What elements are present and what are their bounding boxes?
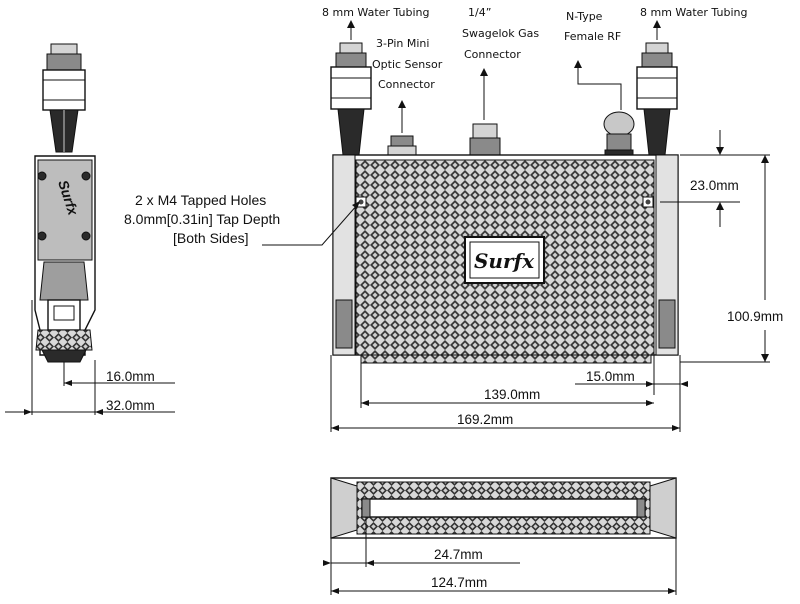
side-screw-bottom-right (81, 231, 91, 241)
label-gas-3: Connector (464, 48, 521, 61)
dim-169-2-label: 169.2mm (457, 412, 513, 427)
dim-16-label: 16.0mm (106, 369, 155, 384)
right-tube-cap (645, 42, 669, 54)
left-tube-nut (335, 52, 367, 68)
dim-23-label: 23.0mm (690, 178, 739, 193)
dim-15-label: 15.0mm (586, 369, 635, 384)
callouts: 8 mm Water Tubing 3-Pin Mini Optic Senso… (124, 6, 747, 246)
side-lower-taper (39, 261, 89, 301)
side-body-panel (37, 159, 93, 261)
side-tip-edge (41, 349, 87, 363)
rf-connector-base (606, 133, 632, 151)
gas-connector-nut (472, 123, 498, 139)
label-holes-2: 8.0mm[0.31in] Tap Depth (124, 211, 280, 227)
dim-139-label: 139.0mm (484, 387, 540, 402)
side-fitting-body (42, 69, 86, 111)
side-nozzle-tip (35, 329, 93, 351)
label-rf-2: Female RF (564, 30, 621, 43)
dim-100-9-label: 100.9mm (727, 309, 783, 324)
bottom-left-end (330, 477, 358, 539)
front-logo-box (464, 236, 545, 284)
label-holes-3: [Both Sides] (173, 230, 249, 246)
knurled-lip (360, 354, 652, 364)
label-gas-2: Swagelok Gas (462, 27, 539, 40)
sensor-connector (390, 135, 414, 147)
label-water-right: 8 mm Water Tubing (640, 6, 747, 19)
side-tube-cap (50, 43, 78, 55)
side-view: Surfx (34, 43, 96, 363)
side-dimensions: 16.0mm 32.0mm (5, 300, 175, 415)
bottom-dimensions: 24.7mm 124.7mm (323, 517, 677, 595)
front-logo: Surfx (474, 249, 535, 273)
label-sensor-1: 3-Pin Mini (376, 37, 429, 50)
bottom-right-end (649, 477, 677, 539)
side-tube-nut (46, 53, 82, 71)
left-tube-cap (339, 42, 363, 54)
side-screw-top-left (37, 171, 47, 181)
front-dimensions: 23.0mm 100.9mm 15.0mm 139.0mm 169.2mm (330, 130, 783, 432)
gas-connector-body (469, 137, 501, 157)
label-sensor-2: Optic Sensor (372, 58, 443, 71)
rf-connector (603, 111, 635, 137)
dim-24-7-label: 24.7mm (434, 547, 483, 562)
right-fitting-body (636, 66, 678, 110)
right-fitting-stem (643, 108, 671, 156)
label-holes-1: 2 x M4 Tapped Holes (135, 192, 266, 208)
left-fitting-stem (337, 108, 365, 156)
front-view: Surfx (330, 42, 679, 364)
left-fitting-body (330, 66, 372, 110)
dim-32-label: 32.0mm (106, 398, 155, 413)
dim-124-7-label: 124.7mm (431, 575, 487, 590)
label-sensor-3: Connector (378, 78, 435, 91)
label-gas-1: 1/4” (468, 6, 491, 19)
nozzle-slot (361, 498, 646, 518)
side-screw-bottom-left (37, 231, 47, 241)
bottom-view (330, 477, 677, 539)
right-tube-nut (641, 52, 673, 68)
label-water-left: 8 mm Water Tubing (322, 6, 429, 19)
label-rf-1: N-Type (566, 10, 603, 23)
side-screw-top-right (81, 171, 91, 181)
